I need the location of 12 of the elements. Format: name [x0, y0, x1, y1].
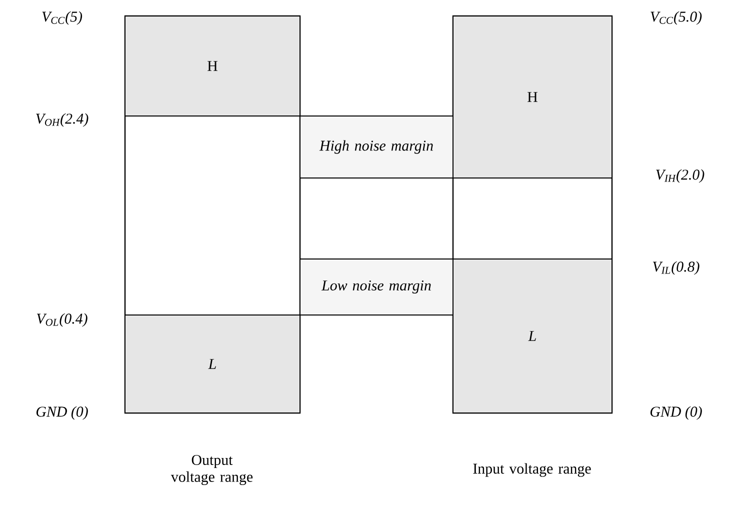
level-label: GND (0)	[650, 406, 702, 420]
level-band: H	[124, 16, 300, 116]
level-band: L	[124, 314, 300, 414]
axis-caption: Output voltage range	[170, 454, 253, 485]
noise-margin-box: High noise margin	[300, 116, 454, 178]
level-label: V$_{IH}$(2.0)	[656, 169, 704, 183]
level-band: L	[452, 258, 612, 414]
axis-caption: Input voltage range	[473, 463, 591, 477]
level-band: H	[452, 16, 612, 178]
noise-margin-box: Low noise margin	[300, 258, 454, 316]
level-label: V$_{OH}$(2.4)	[36, 113, 88, 127]
level-label: GND (0)	[36, 406, 88, 420]
